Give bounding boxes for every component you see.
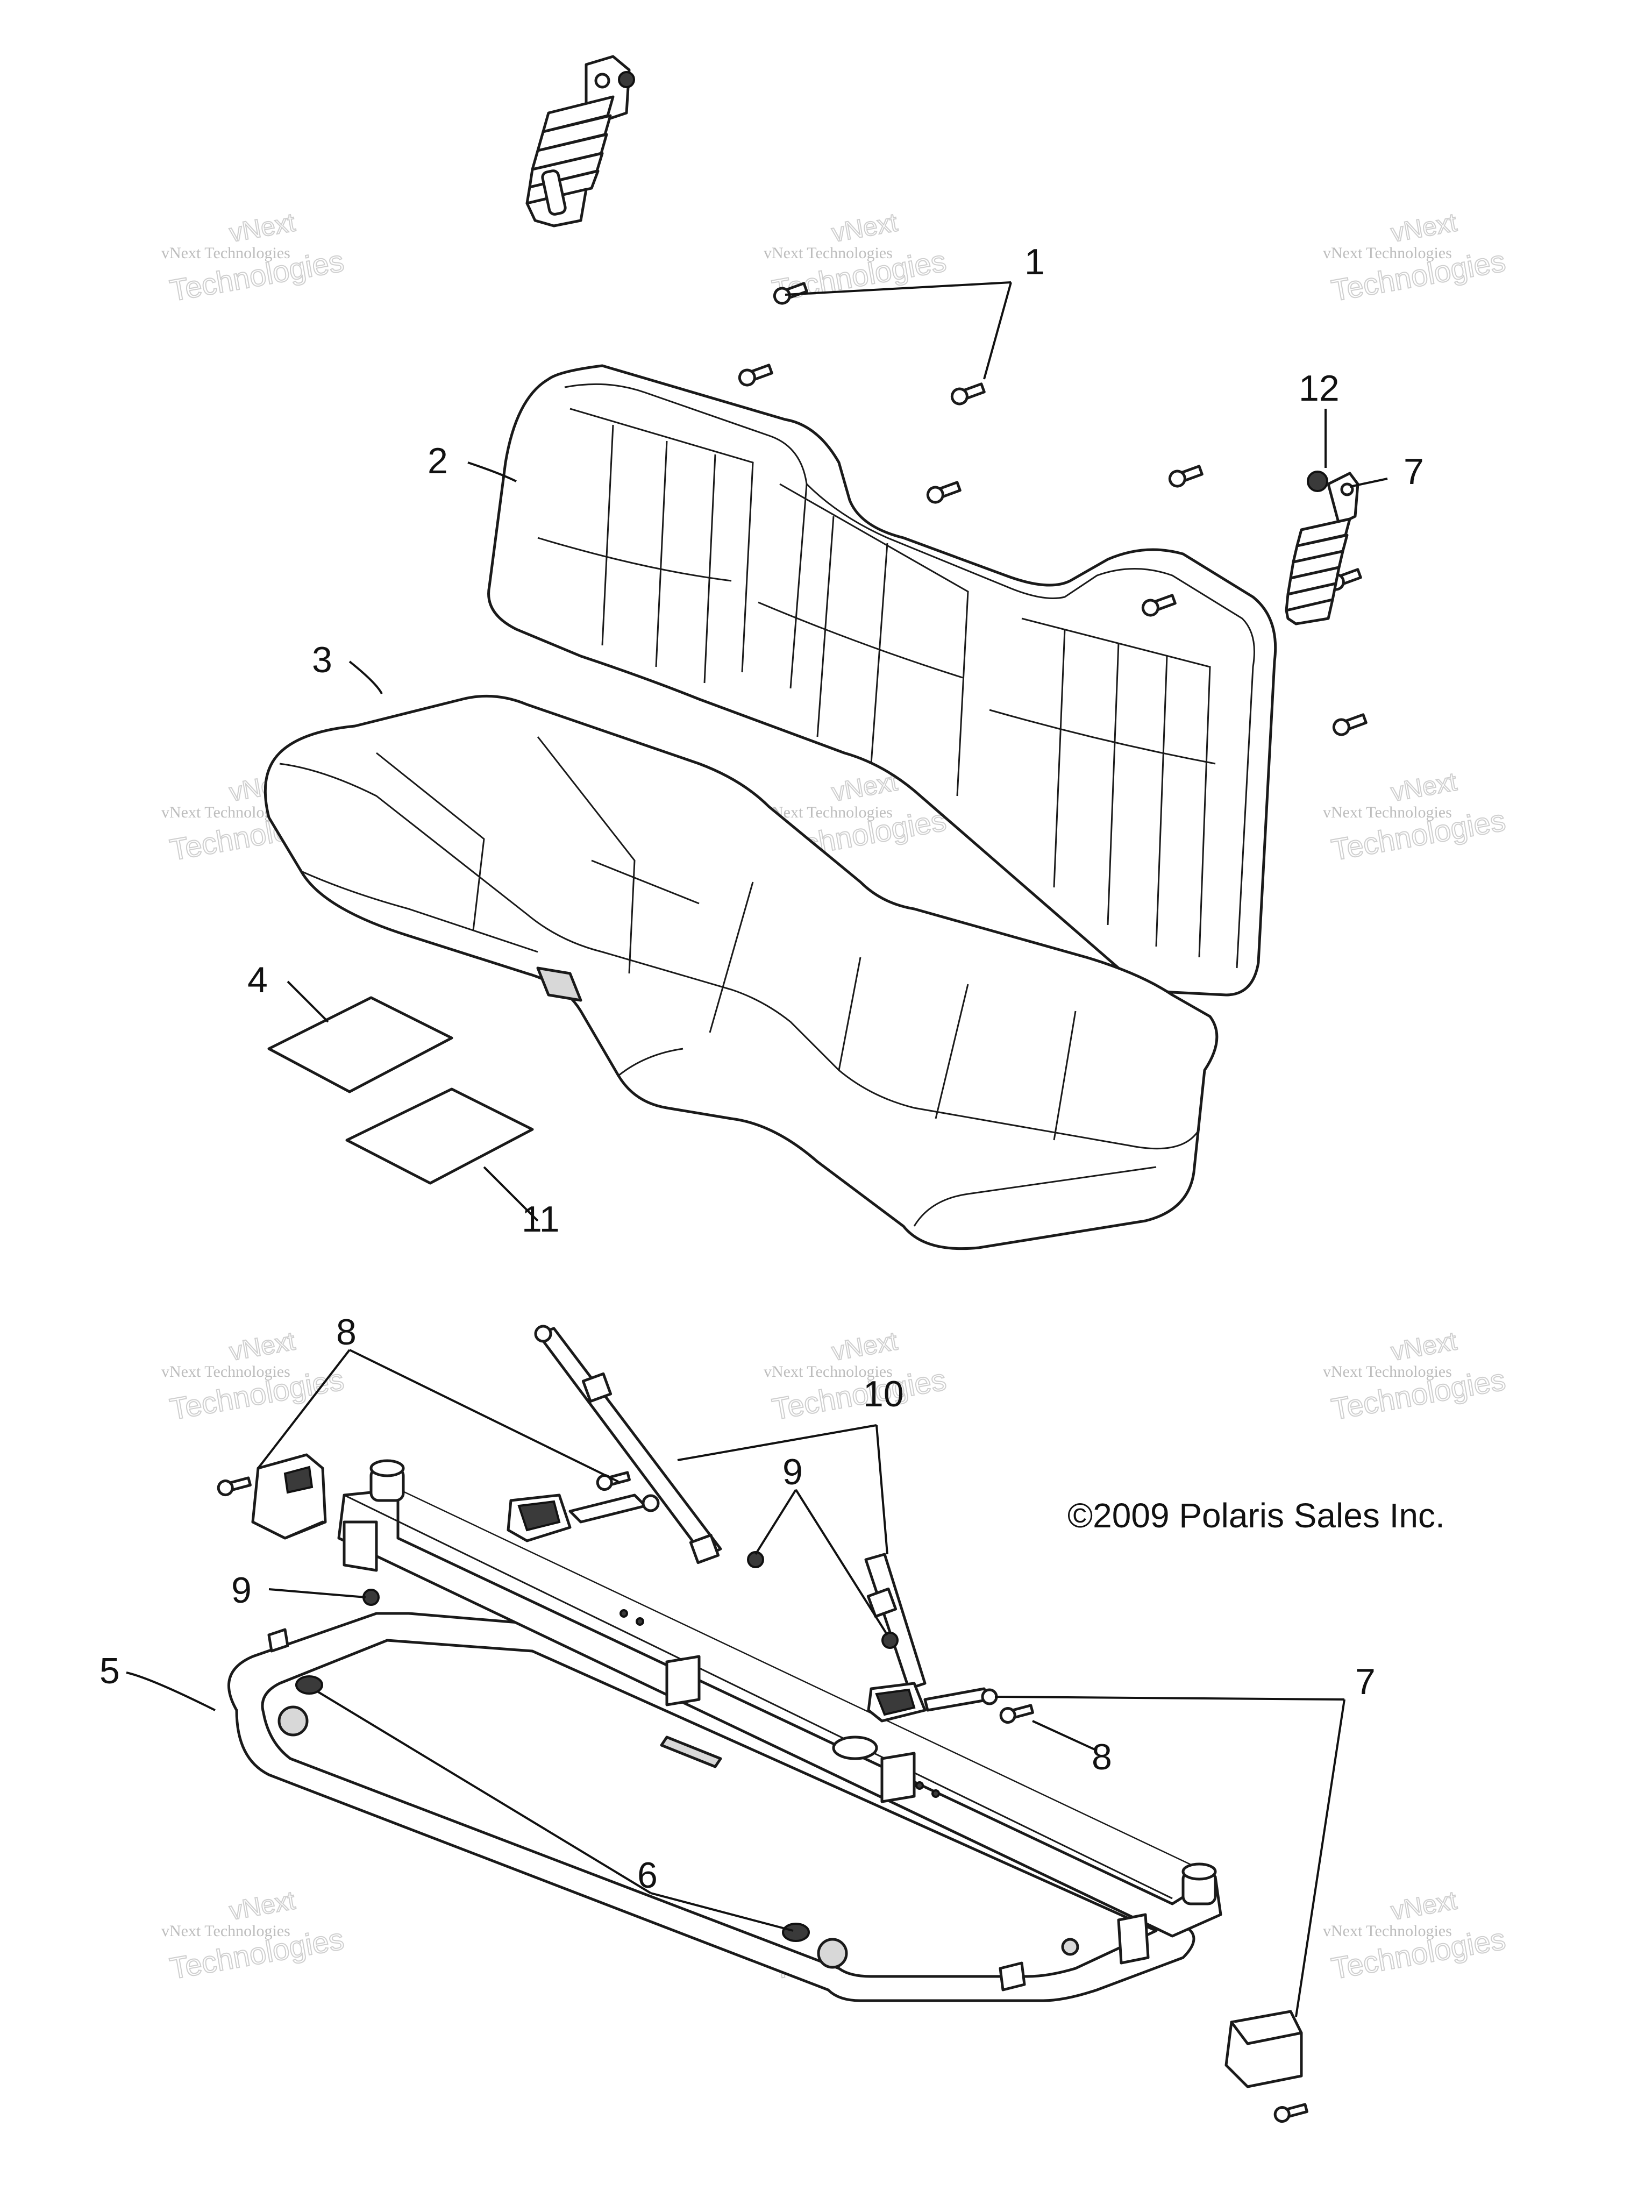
screw <box>738 364 773 387</box>
watermark: vNext vNext Technologies Technologies <box>1323 208 1508 308</box>
decal-11 <box>345 1087 534 1185</box>
watermark: vNext vNext Technologies Technologies <box>161 208 347 308</box>
decal-4 <box>267 996 453 1093</box>
svg-text:vNext: vNext <box>830 1327 900 1367</box>
svg-text:vNext Technologies: vNext Technologies <box>161 1922 290 1940</box>
svg-text:vNext: vNext <box>227 208 297 248</box>
svg-text:vNext Technologies: vNext Technologies <box>1323 803 1452 821</box>
screw <box>926 481 962 504</box>
grommets <box>295 1675 810 1942</box>
callout-12: 12 <box>1299 368 1340 409</box>
seat-bottom <box>264 694 1219 1250</box>
svg-text:vNext Technologies: vNext Technologies <box>764 1363 893 1381</box>
mounting-beam <box>337 1459 1222 1965</box>
svg-text:vNext: vNext <box>1389 208 1459 248</box>
leader-lines <box>126 281 1388 2017</box>
callout-numbers: 1 2 3 4 5 6 7 7 8 8 9 9 10 11 12 <box>99 241 1424 1896</box>
svg-text:vNext: vNext <box>1389 767 1459 807</box>
screw <box>1141 594 1177 617</box>
screw <box>1332 713 1368 736</box>
svg-text:vNext: vNext <box>830 208 900 248</box>
callout-9-lower: 9 <box>231 1570 252 1611</box>
screws <box>738 282 1368 736</box>
callout-5: 5 <box>99 1651 120 1691</box>
watermark: vNext vNext Technologies Technologies <box>161 1886 347 1986</box>
callout-7-lower: 7 <box>1355 1661 1376 1702</box>
decals <box>267 996 534 1185</box>
callout-1: 1 <box>1024 241 1045 282</box>
watermark: vNext vNext Technologies Technologies <box>1323 1886 1508 1986</box>
callout-11: 11 <box>522 1199 560 1240</box>
svg-text:vNext Technologies: vNext Technologies <box>1323 244 1452 262</box>
svg-text:vNext: vNext <box>1389 1327 1459 1367</box>
seat-belts <box>217 1325 1308 2123</box>
svg-text:vNext Technologies: vNext Technologies <box>1323 1922 1452 1940</box>
screw <box>950 382 986 406</box>
watermark: vNext vNext Technologies Technologies <box>1323 767 1508 867</box>
callout-8-lower: 8 <box>1092 1737 1112 1777</box>
callout-3: 3 <box>312 639 332 680</box>
svg-text:vNext Technologies: vNext Technologies <box>161 244 290 262</box>
watermark: vNext vNext Technologies Technologies <box>161 1326 347 1426</box>
svg-text:vNext: vNext <box>1389 1886 1459 1926</box>
callout-8-upper: 8 <box>336 1312 357 1353</box>
svg-text:vNext Technologies: vNext Technologies <box>764 244 893 262</box>
callout-6: 6 <box>637 1855 658 1896</box>
seat-back <box>487 364 1277 997</box>
callout-7-upper: 7 <box>1404 451 1424 492</box>
seat-base-frame <box>227 1612 1195 2002</box>
callout-4: 4 <box>247 959 268 1000</box>
watermark: vNext vNext Technologies Technologies <box>764 208 949 308</box>
callout-2: 2 <box>428 440 448 481</box>
svg-text:vNext Technologies: vNext Technologies <box>1323 1363 1452 1381</box>
svg-text:vNext Technologies: vNext Technologies <box>161 1363 290 1381</box>
right-spring-assembly <box>1285 471 1359 625</box>
callout-10: 10 <box>863 1374 904 1414</box>
screw <box>1168 465 1204 488</box>
watermark: vNext vNext Technologies Technologies <box>1323 1326 1508 1426</box>
watermark: vNext vNext Technologies Technologies <box>764 1326 949 1426</box>
svg-text:vNext: vNext <box>227 1327 297 1367</box>
copyright-notice: ©2009 Polaris Sales Inc. <box>1067 1496 1445 1535</box>
upper-spring-assembly <box>525 55 635 227</box>
svg-text:vNext: vNext <box>227 1886 297 1926</box>
callout-9-upper: 9 <box>782 1452 803 1492</box>
